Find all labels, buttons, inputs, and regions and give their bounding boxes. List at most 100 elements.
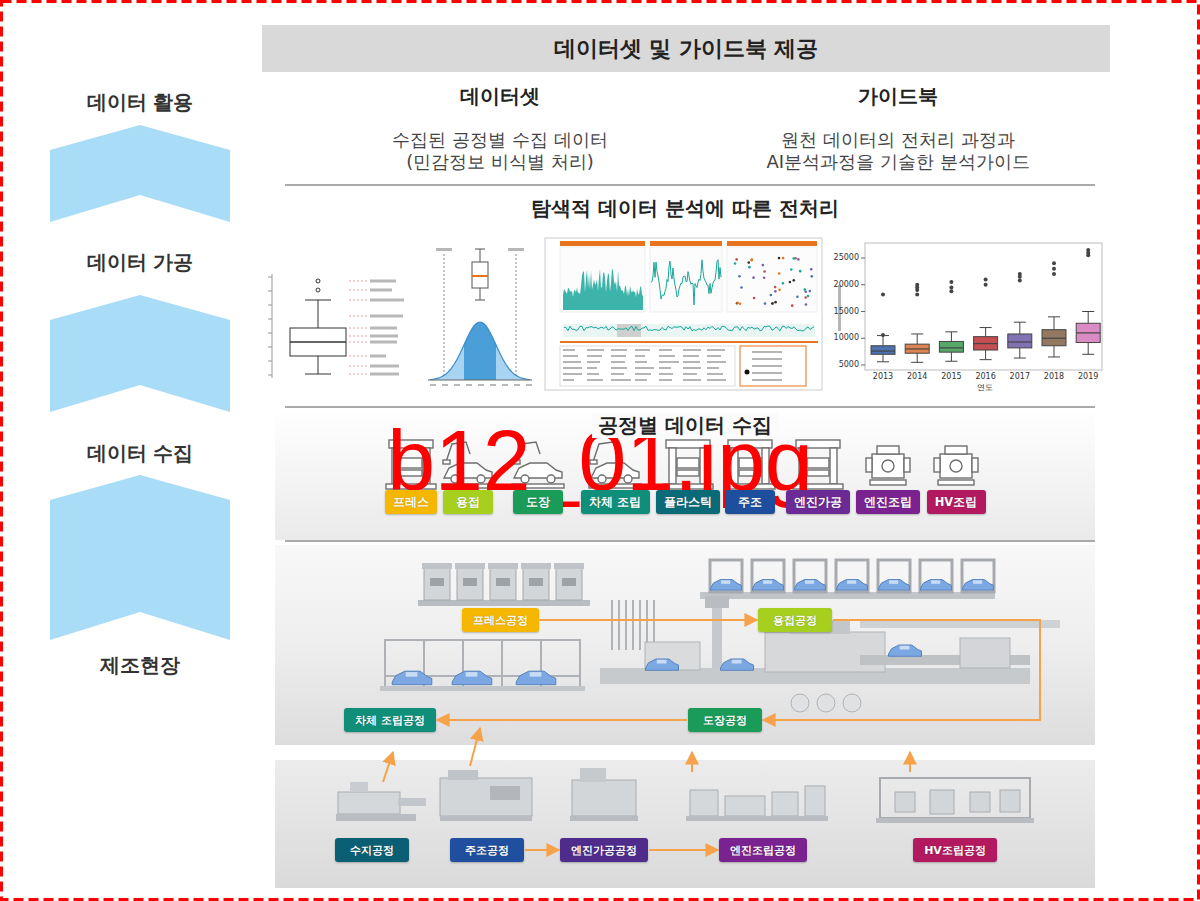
process-icon (866, 458, 872, 472)
factory-illustration (732, 660, 742, 664)
stage-tag: 수지공정 (335, 838, 409, 862)
machine-illustration (970, 792, 990, 812)
dashboard-figure (683, 379, 701, 381)
boxplot-explainer (370, 341, 397, 344)
process-icon (934, 458, 940, 472)
boxplot-chart (1082, 311, 1094, 312)
dashboard-figure (611, 379, 631, 381)
tag-text: 플라스틱 (664, 495, 712, 510)
dashboard-figure (587, 373, 599, 375)
boxplot-explainer (268, 305, 272, 306)
machine-illustration (895, 792, 915, 812)
dashboard-figure (810, 268, 813, 271)
dashboard-figure (707, 379, 726, 381)
factory-illustration (843, 694, 861, 712)
boxplot-explainer (305, 300, 331, 301)
stage-tag: HV조립공정 (913, 838, 997, 862)
column-heading: 데이터셋 (460, 84, 540, 109)
machine-illustration (772, 792, 798, 816)
dashboard-figure (762, 264, 765, 267)
distribution-figure (514, 384, 520, 386)
stage-label: 데이터 수집 (87, 441, 194, 466)
machine-illustration (930, 790, 954, 814)
boxplot-chart (1048, 316, 1060, 317)
boxplot-chart (974, 337, 998, 350)
tag-text: 엔진조립공정 (730, 843, 796, 858)
distribution-figure (425, 245, 535, 390)
boxplot-chart (1076, 332, 1100, 333)
factory-illustration (921, 580, 952, 591)
process-icon (945, 446, 967, 454)
factory-illustration (611, 600, 613, 650)
boxplot-chart (871, 346, 895, 355)
tag-text: 엔진가공 (794, 495, 842, 510)
stage-tag: 엔진조립공정 (719, 838, 807, 862)
dashboard-figure (745, 370, 750, 375)
distribution-figure (442, 384, 448, 386)
dashboard-figure (764, 302, 767, 305)
dashboard-figure (545, 238, 822, 390)
stage-tag: 용접공정 (758, 608, 832, 632)
dashboard-figure (683, 349, 701, 351)
factory-illustration (710, 560, 742, 592)
distribution-figure (464, 322, 496, 380)
boxplot-chart (1008, 341, 1032, 342)
boxplot-chart (939, 347, 963, 348)
boxplot-explainer (272, 274, 273, 378)
boxplot-chart (861, 284, 865, 285)
boxplot-chart (1019, 348, 1020, 358)
factory-illustration (900, 646, 910, 650)
dashboard-figure (683, 367, 701, 369)
factory-illustration (721, 580, 730, 584)
dashboard-figure (740, 286, 743, 289)
tag-text: 도장 (526, 495, 550, 510)
section-band (275, 545, 1095, 745)
dashboard-figure (564, 326, 814, 331)
machine-illustration (876, 818, 1034, 823)
boxplot-chart (1082, 354, 1094, 355)
dashboard-figure (799, 270, 802, 273)
tag-text: 차체 조립 (589, 495, 641, 510)
boxplot-explainer (349, 336, 367, 337)
dashboard-figure (650, 241, 722, 246)
distribution-figure (430, 322, 530, 380)
divider-line (285, 541, 1095, 542)
process-icon (904, 458, 910, 472)
flow-arrow (763, 620, 1040, 720)
boxplot-explainer (349, 328, 367, 329)
dashboard-figure (792, 257, 795, 260)
flow-arrow-decoration (691, 752, 693, 772)
boxplot-chart (985, 328, 986, 337)
dashboard-figure (563, 367, 582, 369)
boxplot-chart (861, 311, 865, 312)
dashboard-figure (763, 270, 766, 273)
factory-illustration (554, 563, 584, 569)
factory-illustration (646, 659, 679, 670)
boxplot-chart (917, 334, 918, 344)
process-icon (870, 480, 906, 485)
factory-illustration (765, 632, 885, 672)
factory-illustration (836, 560, 868, 592)
boxplot-explainer (370, 299, 404, 302)
factory-illustration (973, 580, 982, 584)
tag-text: 주조 (738, 495, 762, 510)
dashboard-figure (734, 262, 737, 265)
factory-illustration (639, 600, 641, 650)
factory-illustration (795, 580, 826, 591)
boxplot-explainer (268, 333, 272, 334)
dashboard-figure (805, 303, 808, 306)
factory-illustration (791, 694, 809, 712)
process-icon (877, 446, 899, 454)
stage-tag: 엔진가공공정 (560, 838, 648, 862)
dashboard-figure (796, 296, 799, 299)
boxplot-explainer (370, 373, 399, 376)
stage-label: 데이터 활용 (87, 90, 194, 115)
tag-text: 엔진조립 (864, 495, 912, 510)
boxplot-explainer (268, 291, 272, 292)
factory-illustration (516, 671, 556, 685)
boxplot-explainer (316, 279, 320, 283)
dashboard-figure (753, 297, 756, 300)
dashboard-figure (587, 367, 597, 369)
boxplot-chart (1076, 323, 1100, 342)
